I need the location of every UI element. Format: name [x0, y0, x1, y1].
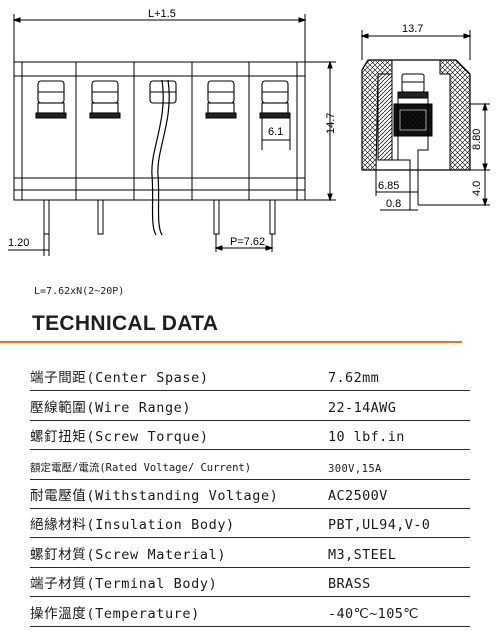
dim-height: 14.7 — [325, 113, 337, 134]
spec-value: 7.62mm — [328, 370, 380, 387]
spec-row: 耐電壓值(Withstanding Voltage) AC2500V — [30, 480, 470, 509]
dim-pin-width: 1.20 — [8, 237, 29, 249]
spec-row: 絕緣材料(Insulation Body) PBT,UL94,V-0 — [30, 509, 470, 539]
spec-value: AC2500V — [328, 487, 388, 504]
spec-label: 操作溫度(Temperature) — [30, 605, 200, 622]
spec-label: 絕緣材料(Insulation Body) — [30, 517, 235, 534]
spec-value: BRASS — [328, 576, 371, 593]
dim-pin-thickness: 0.8 — [386, 198, 401, 210]
spec-row: 額定電壓/電流(Rated Voltage/ Current) 300V,15A — [30, 450, 470, 480]
spec-row: 操作溫度(Temperature) -40℃~105℃ — [30, 597, 470, 627]
spec-label: 螺釘材質(Screw Material) — [30, 546, 227, 563]
length-formula: L=7.62xN(2~20P) — [34, 286, 125, 297]
accent-rule — [0, 341, 462, 343]
technical-drawing: L+1.5 6.1 14.7 P=7.62 1.20 — [8, 8, 490, 256]
dim-height-lower: 4.0 — [471, 181, 483, 196]
spec-row: 端子材質(Terminal Body) BRASS — [30, 568, 470, 598]
spec-value: 22-14AWG — [328, 399, 397, 416]
spec-value: 300V,15A — [328, 462, 382, 475]
spec-label: 額定電壓/電流(Rated Voltage/ Current) — [30, 461, 252, 474]
spec-value: 10 lbf.in — [328, 429, 405, 446]
dim-height-upper: 8.80 — [471, 129, 483, 150]
spec-label: 耐電壓值(Withstanding Voltage) — [30, 487, 279, 504]
dim-hole-depth: 6.1 — [268, 126, 283, 138]
section-title: TECHNICAL DATA — [32, 312, 219, 335]
spec-label: 螺釘扭矩(Screw Torque) — [30, 429, 209, 446]
spec-table: 端子間距(Center Spase) 7.62mm 壓線範圍(Wire Rang… — [30, 362, 470, 627]
spec-row: 螺釘扭矩(Screw Torque) 10 lbf.in — [30, 421, 470, 451]
side-view — [360, 30, 490, 211]
dim-pitch: P=7.62 — [230, 236, 265, 248]
dim-depth: 13.7 — [402, 23, 423, 35]
spec-row: 壓線範圍(Wire Range) 22-14AWG — [30, 391, 470, 421]
spec-label: 端子材質(Terminal Body) — [30, 576, 218, 593]
spec-row: 端子間距(Center Spase) 7.62mm — [30, 362, 470, 392]
front-view — [8, 14, 336, 256]
spec-label: 壓線範圍(Wire Range) — [30, 399, 192, 416]
dim-pin-offset: 6.85 — [378, 180, 399, 192]
spec-row: 螺釘材質(Screw Material) M3,STEEL — [30, 538, 470, 568]
dim-length: L+1.5 — [148, 8, 176, 20]
spec-value: PBT,UL94,V-0 — [328, 517, 431, 534]
spec-label: 端子間距(Center Spase) — [30, 370, 209, 387]
spec-value: -40℃~105℃ — [328, 605, 419, 622]
spec-value: M3,STEEL — [328, 546, 397, 563]
